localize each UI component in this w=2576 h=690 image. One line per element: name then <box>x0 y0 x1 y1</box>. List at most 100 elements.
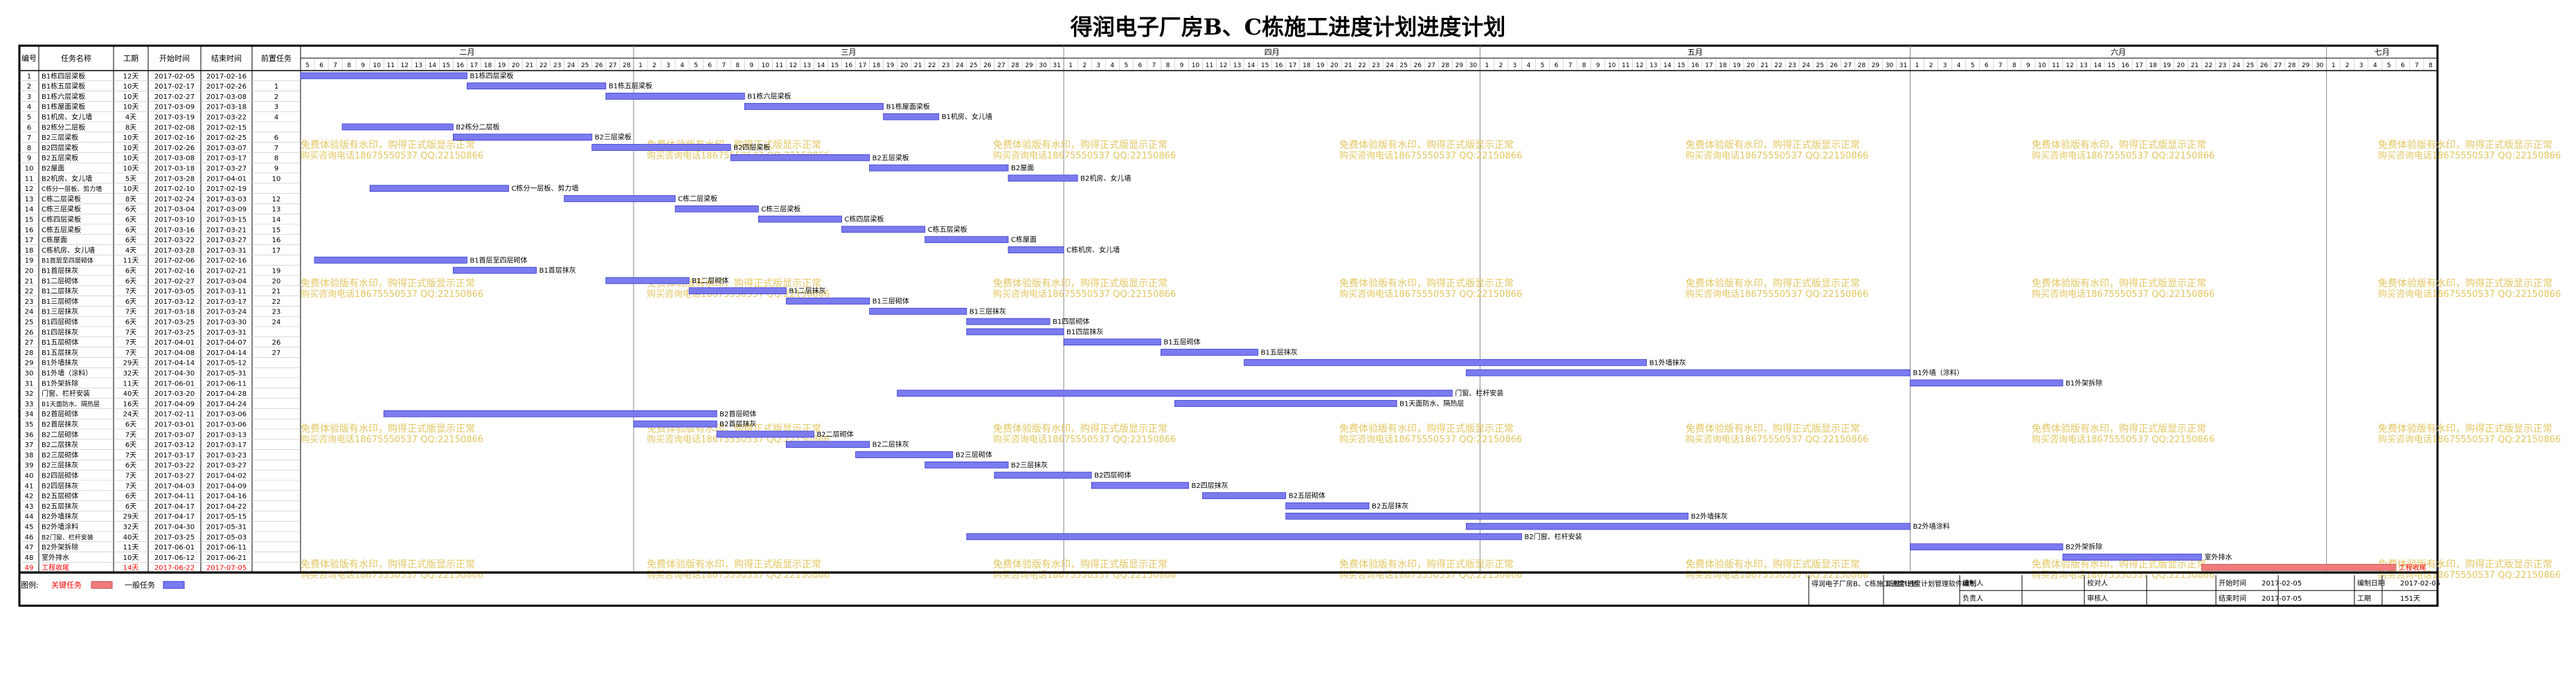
table-cell: 2017-04-30 <box>154 370 195 378</box>
gantt-bar-label: B2二层砌体 <box>816 430 853 439</box>
footer-field-value: 2017-02-05 <box>2262 580 2302 588</box>
column-header: 任务名称 <box>61 53 91 63</box>
table-cell: 6天 <box>125 278 136 285</box>
table-cell: 2017-02-16 <box>154 134 195 142</box>
day-label: 26 <box>595 62 603 69</box>
table-cell: 2017-04-17 <box>154 503 195 511</box>
watermark-text: 购买咨询电话18675550537 QQ:22150866 <box>2032 434 2215 445</box>
table-cell: 4 <box>27 104 31 111</box>
table-cell: B2五层砌体 <box>42 492 78 500</box>
watermark-text: 购买咨询电话18675550537 QQ:22150866 <box>993 150 1176 161</box>
day-label: 15 <box>1677 62 1685 69</box>
day-label: 8 <box>735 62 740 69</box>
table-cell: 10 <box>25 165 34 173</box>
table-cell: 8天 <box>125 124 136 131</box>
gantt-bar <box>564 195 676 202</box>
watermark-text: 购买咨询电话18675550537 QQ:22150866 <box>993 289 1176 300</box>
day-label: 11 <box>1622 62 1629 69</box>
day-label: 8 <box>347 62 351 69</box>
watermark-text: 免费体验版有水印，购得正式版显示正常 <box>1339 559 1514 570</box>
table-cell: 门窗、栏杆安装 <box>42 389 90 398</box>
day-label: 8 <box>2429 62 2433 69</box>
table-cell: 15 <box>272 226 281 234</box>
table-cell: 10天 <box>123 155 139 163</box>
table-cell: B1栋四层梁板 <box>42 71 85 80</box>
day-label: 7 <box>1152 62 1156 69</box>
day-label: 3 <box>1513 62 1517 69</box>
day-label: 22 <box>928 62 936 69</box>
watermark-text: 购买咨询电话18675550537 QQ:22150866 <box>647 570 830 581</box>
gantt-bar-label: B1外架拆除 <box>2066 379 2102 388</box>
watermark-text: 免费体验版有水印，购得正式版显示正常 <box>1685 139 1860 151</box>
watermark-text: 免费体验版有水印，购得正式版显示正常 <box>301 139 475 151</box>
gantt-bar-label: B2五层砌体 <box>1289 492 1325 500</box>
month-label: 二月 <box>459 48 474 57</box>
table-cell: 2017-02-16 <box>206 73 247 80</box>
day-label: 13 <box>1649 62 1657 69</box>
table-cell: 2017-02-27 <box>154 278 195 285</box>
table-cell: 2017-02-25 <box>206 134 247 142</box>
footer-frame <box>18 571 2439 607</box>
gantt-bar <box>897 390 1453 397</box>
gantt-bar-label: B1五层抹灰 <box>1261 348 1298 357</box>
watermark-text: 免费体验版有水印，购得正式版显示正常 <box>301 559 475 570</box>
table-cell: 2017-06-12 <box>154 554 195 562</box>
table-cell: 2017-03-17 <box>206 155 247 163</box>
watermark-text: 免费体验版有水印，购得正式版显示正常 <box>993 139 1168 151</box>
gantt-bar <box>1008 174 1078 182</box>
day-label: 26 <box>1830 62 1839 69</box>
day-label: 8 <box>1166 62 1170 69</box>
day-label: 13 <box>803 62 811 69</box>
watermark-text: 免费体验版有水印，购得正式版显示正常 <box>301 278 475 289</box>
day-label: 20 <box>1330 62 1339 69</box>
table-cell: B1栋六层梁板 <box>42 92 85 101</box>
table-cell: 30 <box>25 370 34 378</box>
day-label: 1 <box>1068 62 1073 69</box>
watermark-text: 免费体验版有水印，购得正式版显示正常 <box>1339 423 1514 435</box>
table-cell: 2017-03-19 <box>154 114 195 122</box>
watermark-text: 免费体验版有水印，购得正式版显示正常 <box>2032 278 2206 289</box>
table-cell: B2机房、女儿墙 <box>42 174 92 183</box>
table-cell: 2017-03-18 <box>206 104 247 111</box>
day-label: 21 <box>1344 62 1352 69</box>
table-cell: 12 <box>272 196 281 203</box>
day-label: 1 <box>2332 62 2336 69</box>
day-label: 2 <box>2345 62 2350 69</box>
gantt-bar-label: B2三层梁板 <box>595 133 632 142</box>
table-cell: 9 <box>27 155 31 163</box>
watermark-text: 购买咨询电话18675550537 QQ:22150866 <box>301 434 483 445</box>
table-cell: 2017-06-01 <box>154 544 195 552</box>
table-cell: 2017-06-11 <box>206 380 247 388</box>
day-label: 2 <box>1082 62 1086 69</box>
table-cell: 16 <box>25 226 34 234</box>
day-label: 14 <box>1247 62 1255 69</box>
gantt-bar <box>1285 502 1370 509</box>
table-cell: 7天 <box>125 431 136 439</box>
gantt-bar-label: B2外墙涂料 <box>1913 522 1950 531</box>
table-cell: 20 <box>272 278 281 285</box>
day-label: 27 <box>2274 62 2282 69</box>
table-cell: C栋三层梁板 <box>42 205 81 214</box>
day-label: 16 <box>2121 62 2129 69</box>
table-cell: 22 <box>25 288 34 296</box>
table-cell: 7天 <box>125 482 136 490</box>
watermark-text: 免费体验版有水印，购得正式版显示正常 <box>993 278 1168 289</box>
day-label: 30 <box>1039 62 1047 69</box>
day-label: 20 <box>900 62 909 69</box>
table-cell: B2屋面 <box>42 165 64 173</box>
table-cell: 40 <box>25 473 34 480</box>
table-cell: 2017-04-14 <box>206 349 247 357</box>
table-cell: 2017-02-16 <box>206 257 247 265</box>
watermark-text: 免费体验版有水印，购得正式版显示正常 <box>993 559 1168 570</box>
gantt-bar <box>2201 563 2397 571</box>
table-cell: 2017-03-22 <box>206 114 247 122</box>
table-cell: 2017-06-01 <box>154 380 195 388</box>
table-cell: 2017-04-30 <box>154 524 195 532</box>
watermark-text: 免费体验版有水印，购得正式版显示正常 <box>2378 559 2552 570</box>
table-cell: 11天 <box>123 257 139 265</box>
table-cell: 10天 <box>123 104 139 111</box>
day-label: 25 <box>1399 62 1407 69</box>
watermark-text: 免费体验版有水印，购得正式版显示正常 <box>1685 423 1860 435</box>
table-cell: 2017-03-25 <box>154 534 195 541</box>
table-cell: 2017-03-17 <box>206 442 247 449</box>
